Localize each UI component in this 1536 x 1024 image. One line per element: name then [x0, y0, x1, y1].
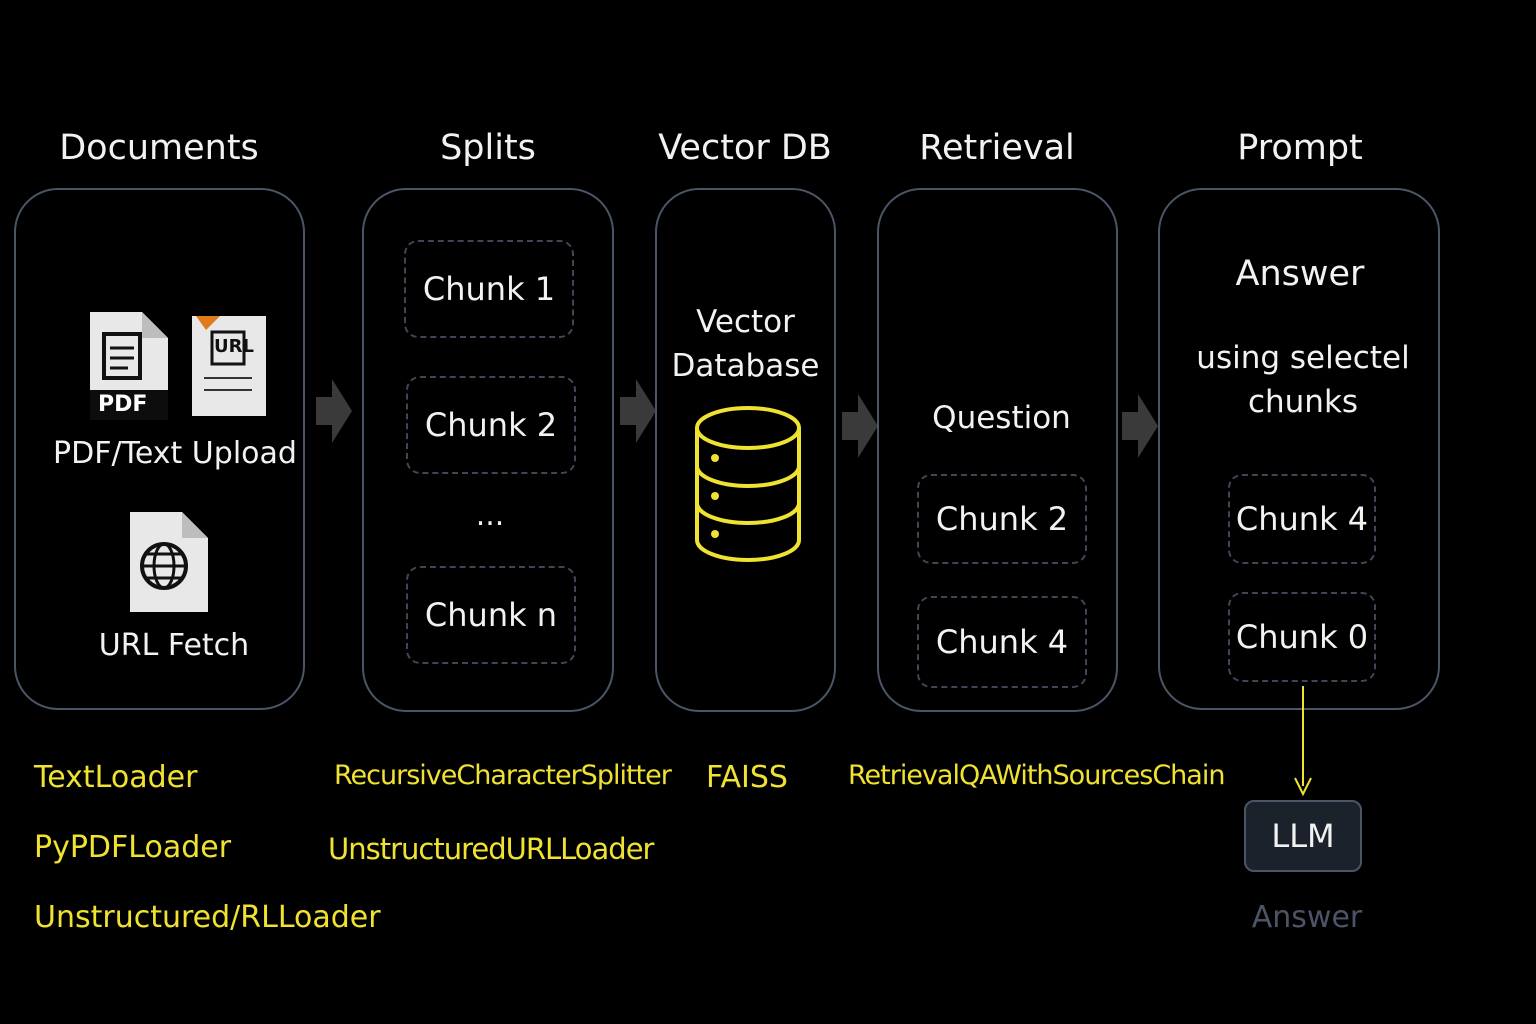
- tool-unstructured-rl-loader: Unstructured/RLLoader: [34, 900, 381, 935]
- vector-db-panel: Vector Database: [655, 188, 836, 712]
- arrow-right-icon: [316, 379, 352, 443]
- url-file-icon: URL: [190, 314, 268, 418]
- tool-unstructured-url-loader: UnstructuredURLLoader: [328, 832, 654, 866]
- prompt-chunk-a: Chunk 4: [1228, 474, 1376, 564]
- retrieval-chunk-a: Chunk 2: [917, 474, 1087, 564]
- tool-retrieval-chain: RetrievalQAWithSourcesChain: [848, 760, 1225, 791]
- url-fetch-label: URL Fetch: [98, 628, 250, 663]
- tool-pypdf-loader: PyPDFLoader: [34, 830, 232, 865]
- documents-panel: PDF URL PDF/Text Upload URL Fetch: [14, 188, 305, 710]
- arrow-right-icon: [842, 394, 878, 458]
- llm-answer-label: Answer: [1251, 900, 1363, 935]
- question-label: Question: [932, 400, 1071, 436]
- retrieval-chunk-b: Chunk 4: [917, 596, 1087, 688]
- arrow-right-icon: [1122, 394, 1158, 458]
- database-icon: [695, 406, 801, 562]
- llm-label: LLM: [1271, 817, 1335, 855]
- tool-recursive-splitter: RecursiveCharacterSplitter: [334, 760, 672, 791]
- split-ellipsis: ...: [475, 498, 505, 533]
- stage-title-splits: Splits: [440, 128, 536, 168]
- split-chunk-2: Chunk 2: [406, 376, 576, 474]
- stage-title-retrieval: Retrieval: [919, 128, 1075, 168]
- pdf-icon-label: PDF: [98, 392, 148, 417]
- split-chunk-n: Chunk n: [406, 566, 576, 664]
- prompt-description-line1: using selectel: [1196, 340, 1410, 376]
- arrow-right-icon: [620, 379, 656, 443]
- url-icon-label: URL: [214, 336, 254, 357]
- llm-box: LLM: [1244, 800, 1362, 872]
- stage-title-prompt: Prompt: [1237, 128, 1363, 168]
- vector-db-label-line1: Vector: [696, 304, 795, 340]
- splits-panel: Chunk 1 Chunk 2 ... Chunk n: [362, 188, 614, 712]
- stage-title-documents: Documents: [59, 128, 259, 168]
- tool-text-loader: TextLoader: [34, 760, 198, 795]
- tool-faiss: FAISS: [706, 760, 788, 795]
- retrieval-panel: Question Chunk 2 Chunk 4: [877, 188, 1118, 712]
- prompt-chunk-b: Chunk 0: [1228, 592, 1376, 682]
- split-chunk-1: Chunk 1: [404, 240, 574, 338]
- pdf-file-icon: PDF: [86, 308, 172, 424]
- vector-db-label-line2: Database: [671, 348, 820, 384]
- arrow-down-icon: [1294, 686, 1312, 797]
- prompt-answer-heading: Answer: [1235, 254, 1365, 294]
- globe-file-icon: [128, 510, 210, 614]
- stage-title-vector-db: Vector DB: [658, 128, 832, 168]
- pdf-text-upload-label: PDF/Text Upload: [53, 436, 297, 471]
- prompt-panel: Answer using selectel chunks Chunk 4 Chu…: [1158, 188, 1440, 710]
- prompt-description-line2: chunks: [1247, 384, 1359, 420]
